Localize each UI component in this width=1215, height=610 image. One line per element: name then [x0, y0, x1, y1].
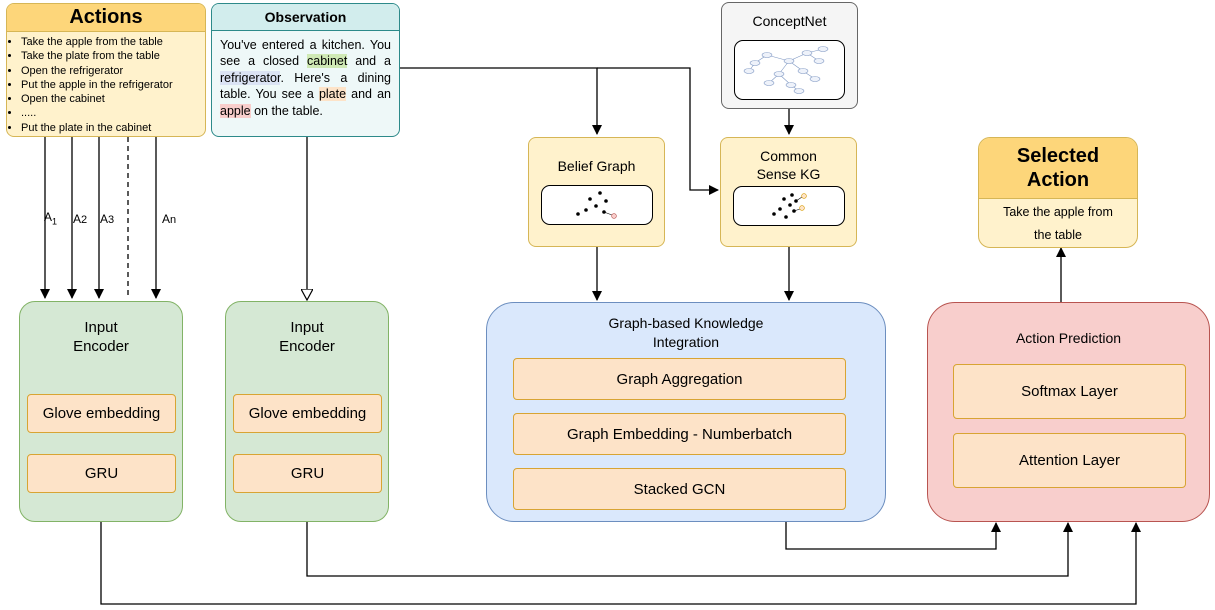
arrow-observation-belief — [400, 67, 602, 135]
action-prediction-box: Action Prediction Softmax Layer Attentio… — [927, 302, 1210, 522]
softmax-layer: Softmax Layer — [953, 364, 1186, 419]
conceptnet-title: ConceptNet — [752, 13, 827, 29]
list-item: Put the apple in the refrigerator — [21, 78, 205, 92]
glove-embedding-layer: Glove embedding — [233, 394, 382, 433]
highlight-plate: plate — [318, 87, 347, 102]
actions-header: Actions — [7, 4, 205, 32]
observation-header: Observation — [212, 4, 399, 31]
selected-action-box: Selected Action Take the apple from the … — [978, 137, 1138, 248]
common-sense-graph-image — [733, 186, 845, 226]
conceptnet-graph-image — [743, 46, 829, 94]
graph-aggregation-layer: Graph Aggregation — [513, 358, 846, 400]
action-label-an: An — [162, 212, 177, 226]
list-item: Take the apple from the table — [21, 35, 205, 49]
list-item: Open the refrigerator — [21, 64, 205, 78]
belief-graph-image — [541, 185, 653, 225]
actions-panel: Actions Take the apple from the table Ta… — [6, 3, 206, 137]
graph-embedding-layer: Graph Embedding - Numberbatch — [513, 413, 846, 455]
belief-graph-title: Belief Graph — [557, 158, 636, 174]
selected-action-text: Take the apple from the table — [1003, 205, 1113, 242]
actions-list: Take the apple from the table Take the p… — [7, 35, 205, 135]
selected-action-header: Selected Action — [979, 138, 1137, 199]
highlight-apple: apple — [220, 103, 251, 118]
common-sense-dots — [772, 193, 807, 219]
list-item: ..... — [21, 106, 205, 120]
actions-title: Actions — [69, 6, 143, 28]
arrow-encoder1-prediction — [100, 522, 1141, 605]
list-item: Put the plate in the cabinet — [21, 121, 205, 135]
knowledge-integration-box: Graph-based Knowledge Integration Graph … — [486, 302, 886, 522]
arrow-encoder2-prediction — [306, 522, 1073, 577]
list-item: Take the plate from the table — [21, 49, 205, 63]
gru-layer: GRU — [233, 454, 382, 493]
conceptnet-box: ConceptNet — [721, 2, 858, 109]
encoder-title: Input Encoder — [73, 319, 129, 355]
arrow-observation-commonsense — [597, 67, 719, 195]
belief-graph-dots — [576, 191, 617, 219]
conceptnet-graph — [734, 40, 845, 100]
highlight-cabinet: cabinet — [307, 54, 348, 69]
stacked-gcn-layer: Stacked GCN — [513, 468, 846, 510]
prediction-title: Action Prediction — [1015, 330, 1122, 346]
observation-title: Observation — [264, 9, 347, 25]
encoder-title: Input Encoder — [279, 319, 335, 355]
belief-graph-box: Belief Graph — [528, 137, 665, 247]
action-label-a1: A1 — [44, 210, 58, 227]
arrow-knowledge-prediction — [785, 522, 1001, 550]
attention-layer: Attention Layer — [953, 433, 1186, 488]
knowledge-title: Graph-based Knowledge Integration — [608, 315, 764, 350]
common-sense-kg-box: Common Sense KG — [720, 137, 857, 247]
glove-embedding-layer: Glove embedding — [27, 394, 176, 433]
action-label-a3: A3 — [100, 212, 115, 226]
list-item: Open the cabinet — [21, 92, 205, 106]
observation-panel: Observation You've entered a kitchen. Yo… — [211, 3, 400, 137]
observation-text: You've entered a kitchen. You see a clos… — [220, 38, 391, 118]
highlight-refrigerator: refrigerator — [220, 70, 281, 85]
input-encoder-actions: Input Encoder Glove embedding GRU — [19, 301, 183, 522]
common-sense-title: Common Sense KG — [756, 148, 821, 182]
action-label-a2: A2 — [73, 212, 88, 226]
input-encoder-observation: Input Encoder Glove embedding GRU — [225, 301, 389, 522]
gru-layer: GRU — [27, 454, 176, 493]
